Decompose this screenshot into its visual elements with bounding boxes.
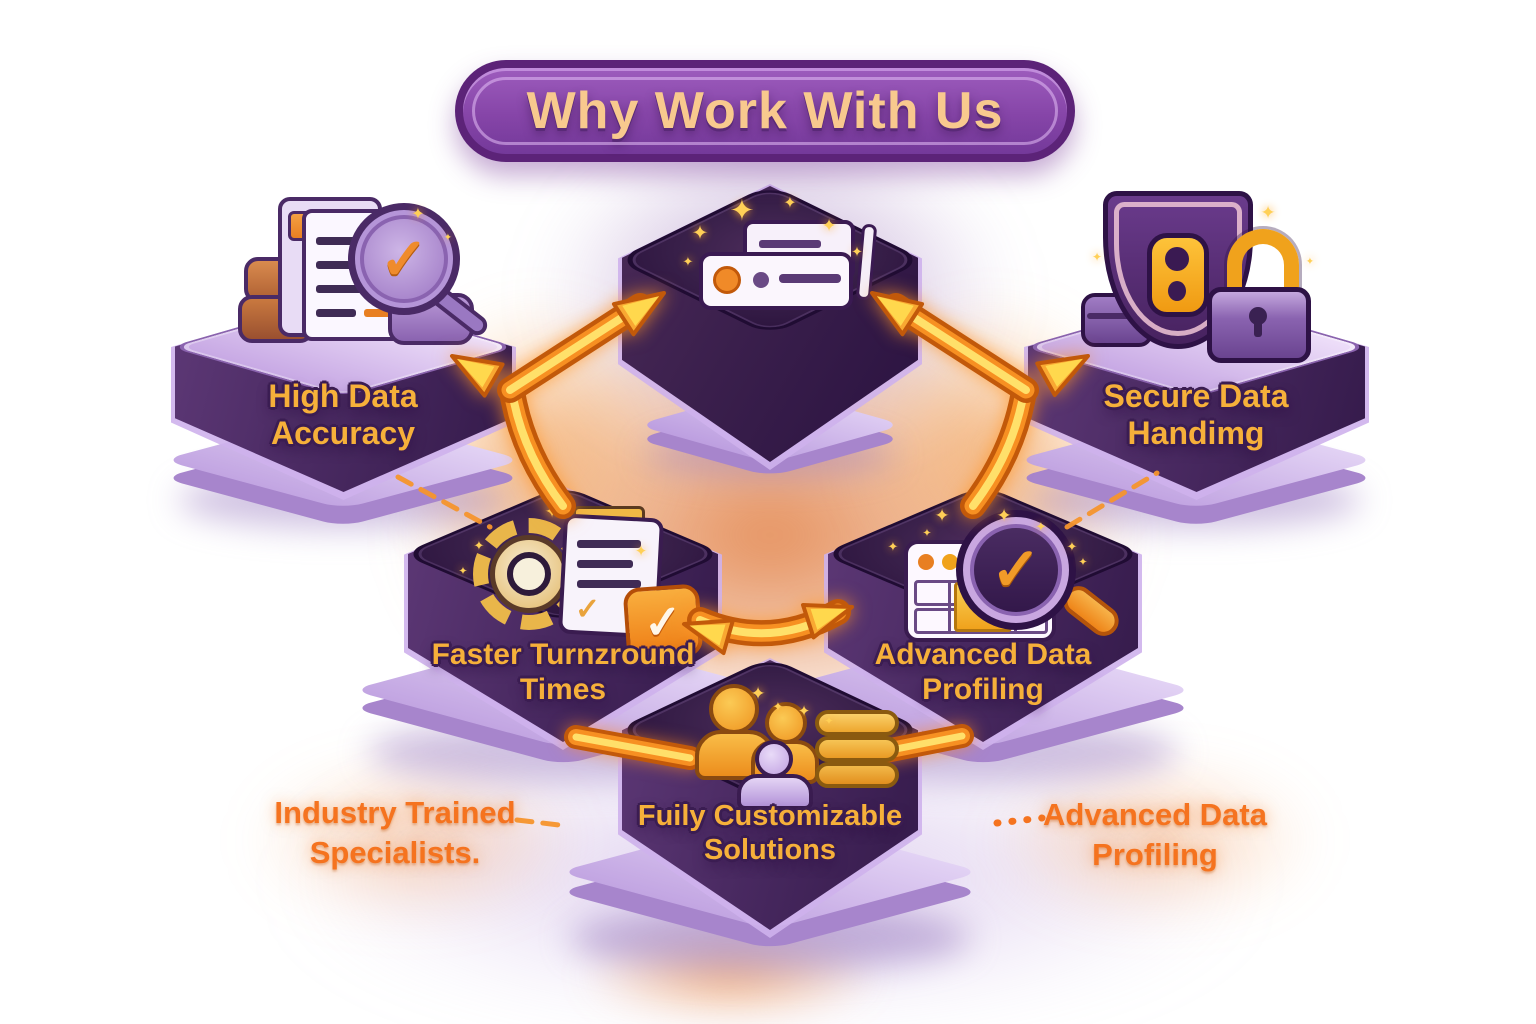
check-icon: ✓ <box>379 227 429 292</box>
card-line <box>759 240 821 248</box>
coin <box>815 736 899 762</box>
label-line: Secure Data <box>1103 378 1289 414</box>
label-line: Advanced Data <box>874 638 1092 671</box>
coin <box>815 710 899 736</box>
label-high-data-accuracy: High Data Accuracy <box>178 378 508 452</box>
document-line <box>316 261 372 269</box>
label-fully-customizable-solutions: Fuily Customizable Solutions <box>618 800 922 867</box>
caption-advanced-data-profiling: Advanced Data Profiling <box>1030 795 1280 874</box>
document-line <box>364 309 404 317</box>
label-line: Solutions <box>703 833 837 866</box>
documents-magnifier-check-icon: ✓ <box>230 185 492 350</box>
emblem-hole <box>1165 247 1189 271</box>
gold-lock-emblem-icon <box>1147 233 1209 317</box>
keyhole-stem <box>1254 321 1262 337</box>
title-banner: Why Work With Us <box>455 60 1075 162</box>
caption-line: Industry Trained <box>274 795 516 830</box>
paper-bar-icon <box>855 223 878 301</box>
caption-line: Advanced Data <box>1043 797 1267 832</box>
person-head <box>765 702 807 744</box>
caption-industry-trained-specialists: Industry Trained Specialists. <box>240 793 550 872</box>
document-line <box>316 237 360 245</box>
magnifier-lens: ✓ <box>360 215 448 303</box>
title-banner-inner: Why Work With Us <box>463 68 1067 154</box>
keyhole <box>1249 307 1267 325</box>
gear-hub <box>507 552 551 596</box>
data-table-magnifier-icon: ✓ <box>898 510 1128 645</box>
magnifier-lens: ✓ <box>970 524 1062 616</box>
label-line: Accuracy <box>270 415 416 452</box>
checklist-line <box>577 580 641 588</box>
label-advanced-data-profiling: Advanced Data Profiling <box>833 638 1133 708</box>
label-faster-turnaround-times: Faster Turnzround Times <box>413 638 713 708</box>
person-head <box>755 740 793 778</box>
card-dot-purple <box>753 272 769 288</box>
table-grid-col <box>948 580 951 634</box>
label-line: Profiling <box>922 672 1044 706</box>
table-dot-orange <box>918 554 934 570</box>
documents-sparkles-icon <box>695 210 885 320</box>
document-line <box>316 285 364 293</box>
person-head <box>709 684 759 734</box>
check-icon: ✓ <box>575 593 601 626</box>
label-line: Fuily Customizable <box>637 800 903 832</box>
coin <box>815 762 899 788</box>
label-secure-data-handling: Secure Data Handimg <box>1031 378 1361 452</box>
card-line <box>779 274 841 283</box>
label-line: Faster Turnzround <box>431 638 695 671</box>
caption-line: Specialists. <box>309 834 481 870</box>
page-title: Why Work With Us <box>526 82 1004 140</box>
document-line <box>316 309 356 317</box>
shield-padlock-icon <box>1075 185 1325 363</box>
label-line: Times <box>519 672 607 706</box>
caption-line: Profiling <box>1092 836 1218 872</box>
check-icon: ✓ <box>990 536 1042 603</box>
checklist-line <box>577 540 641 548</box>
label-line: Handimg <box>1127 415 1265 452</box>
emblem-hole <box>1168 281 1186 301</box>
checklist-line <box>577 560 633 568</box>
label-line: High Data <box>268 378 418 414</box>
card-dot-orange <box>713 266 741 294</box>
